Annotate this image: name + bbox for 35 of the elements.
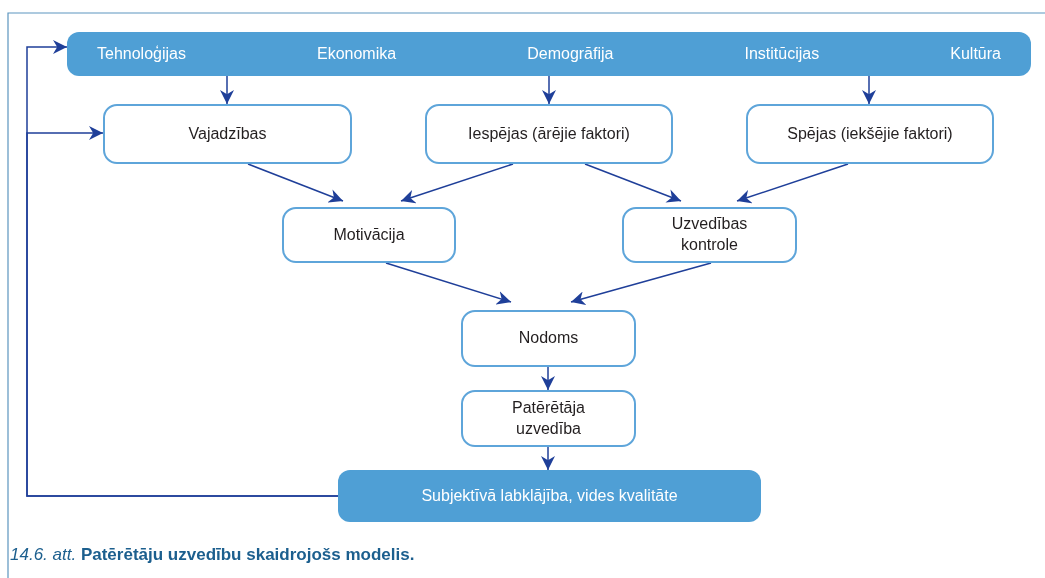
factor-label: Ekonomika <box>317 43 397 64</box>
arrow <box>26 126 339 497</box>
arrow <box>736 163 849 204</box>
node-label: Spējas (iekšējie faktori) <box>787 123 953 144</box>
node-label: Subjektīvā labklājība, vides kvalitāte <box>421 485 678 506</box>
figure-caption: 14.6. att. Patērētāju uzvedību skaidrojošs modelis. <box>10 545 415 565</box>
arrow <box>385 262 512 305</box>
node-label: Iespējas (ārējie faktori) <box>468 123 630 144</box>
outcome-box <box>338 470 761 522</box>
arrow <box>541 366 555 391</box>
process-box <box>461 310 636 367</box>
factor-label: Kultūra <box>950 43 1001 64</box>
process-box <box>622 207 797 263</box>
arrow <box>862 75 876 105</box>
arrow <box>570 262 712 305</box>
node-label: Patērētāja uzvedība <box>511 397 586 439</box>
factor-label: Demogrāfija <box>527 43 614 64</box>
node-label: Nodoms <box>518 328 579 349</box>
arrow <box>400 163 514 204</box>
arrow <box>247 163 344 203</box>
arrow <box>541 446 555 471</box>
node-label: Uzvedības kontrole <box>670 214 749 255</box>
node-label: Vajadzības <box>188 123 267 144</box>
arrow <box>584 163 682 203</box>
process-box <box>425 104 673 164</box>
factor-label: Tehnoloģijas <box>97 43 186 64</box>
process-box <box>103 104 352 164</box>
node-label: Motivācija <box>333 224 405 245</box>
process-box <box>461 390 636 447</box>
arrow <box>220 75 234 105</box>
factor-band <box>67 32 1031 76</box>
process-box <box>282 207 456 263</box>
arrow <box>542 75 556 105</box>
factor-label: Institūcijas <box>744 43 820 64</box>
process-box <box>746 104 994 164</box>
